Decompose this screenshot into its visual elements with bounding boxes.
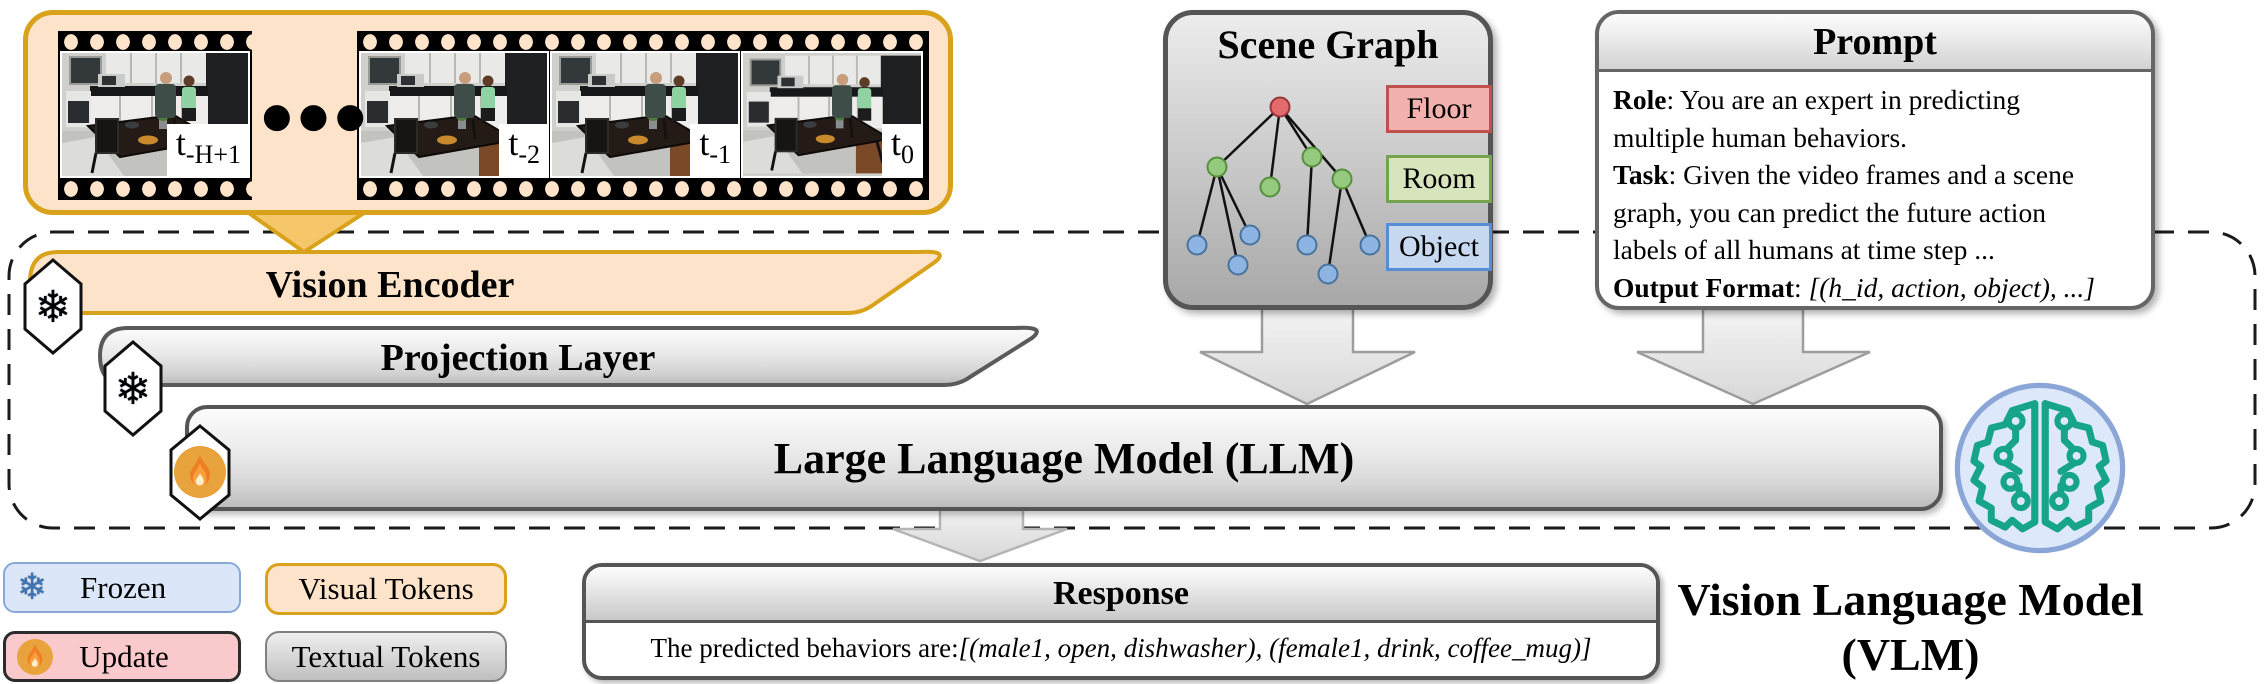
update-badge-llm [169, 424, 231, 521]
film-sprockets [58, 31, 252, 53]
prompt-line: Task: Given the video frames and a scene [1613, 159, 2075, 191]
legend-floor: Floor [1386, 85, 1492, 133]
legend-object: Object [1386, 223, 1492, 271]
film-strip-right: t-2 t-1 t0 [357, 31, 929, 200]
film-sprockets [357, 31, 929, 53]
legend-frozen-chip: ❄ Frozen [3, 562, 241, 613]
tree-node-floor [1269, 96, 1291, 118]
vlm-label: Vision Language Model (VLM) [1658, 572, 2163, 682]
legend-object-label: Object [1399, 230, 1479, 263]
tree-node-room [1331, 168, 1353, 190]
prompt-box: Prompt Role: You are an expert in predic… [1595, 10, 2155, 310]
tree-edge [1326, 178, 1344, 275]
legend-floor-label: Floor [1406, 92, 1472, 125]
frame-time-label: t0 [881, 123, 921, 176]
tree-edge [1268, 106, 1282, 188]
tree-node-object [1317, 263, 1339, 285]
film-sprockets [357, 178, 929, 200]
tree-node-object [1296, 234, 1318, 256]
legend-frozen-label: Frozen [80, 569, 167, 605]
prompt-header: Prompt [1599, 14, 2151, 72]
tree-edge [1215, 166, 1240, 266]
tree-edge [1215, 166, 1252, 236]
frozen-badge-vision-encoder: ❄ [23, 258, 83, 355]
frames-ellipsis: ●●● [262, 96, 373, 136]
tree-edge [1305, 156, 1314, 246]
legend-room: Room [1386, 155, 1492, 203]
film-strip-left: t-H+1 [58, 31, 252, 200]
tree-node-room [1259, 176, 1281, 198]
scene-graph-title: Scene Graph [1217, 22, 1439, 67]
video-frame: t-2 [359, 51, 549, 178]
llm-label: Large Language Model (LLM) [773, 433, 1355, 483]
llm-bar: Large Language Model (LLM) [185, 405, 1943, 511]
video-frames-container: t-H+1 t-2 t-1 t0 [23, 10, 953, 215]
tree-edge [1340, 178, 1372, 246]
frame-time-label: t-H+1 [166, 123, 248, 176]
vision-encoder-bar [28, 249, 942, 315]
vlm-label-line2: (VLM) [1841, 629, 1980, 680]
response-title: Response [1052, 574, 1190, 612]
tree-node-object [1227, 254, 1249, 276]
prompt-to-llm-arrow [1636, 307, 1871, 406]
tree-node-object [1359, 234, 1381, 256]
video-frame: t0 [741, 51, 923, 178]
prompt-line: graph, you can predict the future action [1613, 196, 2046, 228]
tree-node-object [1239, 224, 1261, 246]
snowflake-icon: ❄ [17, 567, 48, 608]
frame-time-label: t-2 [499, 123, 547, 176]
legend-update-chip: Update [3, 631, 241, 682]
legend-update-label: Update [79, 638, 169, 674]
frame-time-label: t-1 [690, 123, 738, 176]
response-box: Response The predicted behaviors are: [(… [582, 563, 1660, 680]
prompt-body: Role: You are an expert in predicting mu… [1599, 72, 2151, 306]
video-frame: t-1 [550, 51, 740, 178]
prompt-title: Prompt [1813, 20, 1937, 63]
tree-node-room [1301, 146, 1323, 168]
tree-edge [1216, 106, 1281, 168]
vision-encoder-label: Vision Encoder [266, 264, 515, 306]
tree-edge [1279, 106, 1343, 180]
snowflake-icon: ❄ [35, 282, 72, 333]
scene-graph-to-llm-arrow [1199, 305, 1416, 406]
tree-node-room [1206, 156, 1228, 178]
brain-circuit-icon [1954, 382, 2126, 554]
projection-layer-label: Projection Layer [381, 337, 656, 379]
legend-visual-tokens-label: Visual Tokens [298, 571, 474, 606]
legend-textual-tokens-chip: Textual Tokens [265, 631, 507, 682]
prompt-line: Output Format: [(h_id, action, object), … [1613, 271, 2095, 303]
prompt-line: multiple human behaviors. [1613, 121, 1908, 153]
vlm-label-line1: Vision Language Model [1677, 574, 2144, 625]
response-value: [(male1, open, dishwasher), (female1, dr… [958, 633, 1592, 663]
fire-icon [17, 638, 53, 675]
response-prefix: The predicted behaviors are: [650, 633, 959, 663]
tree-edge [1195, 166, 1219, 246]
legend-textual-tokens-label: Textual Tokens [291, 638, 481, 674]
response-body: The predicted behaviors are: [(male1, op… [586, 623, 1656, 674]
llm-to-response-arrow [892, 502, 1068, 563]
film-sprockets [58, 178, 252, 200]
video-frame: t-H+1 [60, 51, 250, 178]
tree-node-object [1186, 234, 1208, 256]
snowflake-icon: ❄ [115, 364, 152, 415]
vlm-dashed-region [7, 230, 2257, 530]
prompt-line: labels of all humans at time step ... [1613, 234, 1995, 266]
prompt-line: Role: You are an expert in predicting [1613, 84, 2021, 115]
response-header: Response [586, 567, 1656, 623]
legend-visual-tokens-chip: Visual Tokens [265, 563, 507, 615]
scene-graph-tree [1186, 96, 1381, 285]
scene-graph-box: Scene Graph Floor Room Object [1163, 10, 1493, 310]
legend-room-label: Room [1402, 162, 1476, 195]
frozen-badge-projection-layer: ❄ [103, 340, 163, 437]
projection-layer-bar [98, 325, 1039, 387]
